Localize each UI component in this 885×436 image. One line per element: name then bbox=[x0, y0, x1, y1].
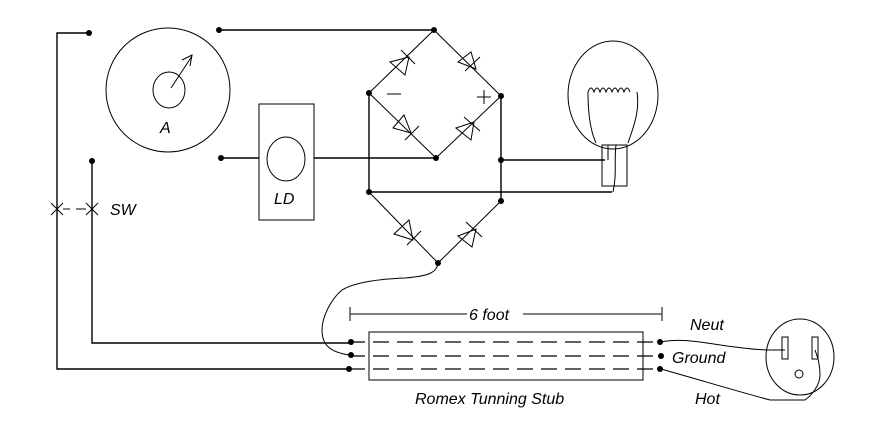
filament-icon bbox=[587, 87, 631, 94]
diode-icon bbox=[388, 49, 416, 76]
bulb-glass bbox=[567, 40, 659, 150]
diode-icon bbox=[392, 114, 420, 141]
romex-stub: 6 foot Romex Tunning Stub bbox=[349, 303, 663, 408]
switch: SW bbox=[50, 202, 138, 219]
diode-icon bbox=[456, 51, 481, 72]
switch-x bbox=[85, 202, 99, 216]
wire-hot-outlet bbox=[660, 349, 821, 401]
stub-terminal bbox=[657, 339, 663, 345]
ammeter-body bbox=[105, 27, 231, 153]
switch-label: SW bbox=[110, 202, 138, 219]
bridge-node bbox=[431, 27, 437, 33]
stub-length-label: 6 foot bbox=[469, 307, 510, 324]
terminal-node bbox=[89, 158, 95, 164]
bridge-edge bbox=[435, 95, 502, 159]
outlet-slot bbox=[811, 336, 819, 360]
bridge-node bbox=[498, 93, 504, 99]
outlet-face bbox=[765, 318, 835, 396]
bridge-edge bbox=[433, 29, 502, 97]
diode-icon bbox=[457, 221, 483, 248]
stub-terminal bbox=[657, 366, 663, 372]
diode-icon bbox=[393, 219, 422, 246]
load: LD bbox=[258, 103, 315, 221]
bulb-leads bbox=[607, 144, 617, 193]
hot-label: Hot bbox=[695, 391, 720, 408]
ammeter-label: A bbox=[159, 120, 171, 137]
terminal-node bbox=[216, 27, 222, 33]
bulb-wires bbox=[587, 91, 639, 144]
load-label: LD bbox=[274, 191, 295, 208]
ammeter-needle bbox=[170, 55, 193, 89]
stub-terminal bbox=[348, 352, 354, 358]
dimension-label-bg bbox=[467, 303, 523, 323]
neutral-label: Neut bbox=[690, 317, 724, 334]
stub-terminal bbox=[346, 366, 352, 372]
nodes bbox=[86, 27, 664, 372]
ground-label: Ground bbox=[672, 350, 726, 367]
lamp bbox=[567, 40, 659, 193]
switch-x bbox=[50, 202, 64, 216]
load-lamp bbox=[266, 136, 306, 182]
bridge-edge bbox=[368, 29, 435, 94]
bridge-node bbox=[435, 260, 441, 266]
bridge-node bbox=[366, 90, 372, 96]
terminal-node bbox=[218, 155, 224, 161]
arrow-icon bbox=[181, 54, 193, 67]
load-box bbox=[258, 103, 315, 221]
stub-terminal bbox=[348, 339, 354, 345]
wires bbox=[56, 29, 612, 370]
wire-neutral-outlet bbox=[660, 339, 785, 351]
terminal-node bbox=[86, 30, 92, 36]
outlet: Neut Ground Hot bbox=[660, 317, 835, 408]
wire-ground-loop bbox=[321, 262, 439, 356]
ammeter-dial bbox=[152, 71, 186, 109]
stub-name-label: Romex Tunning Stub bbox=[415, 391, 564, 408]
outlet-ground-hole bbox=[794, 369, 804, 379]
wire-neutral-left bbox=[91, 161, 349, 344]
diode-icon bbox=[454, 116, 481, 141]
ammeter: A bbox=[105, 27, 231, 153]
bridge-edge bbox=[368, 191, 439, 264]
bridge-edge bbox=[368, 92, 437, 159]
bridge-node bbox=[498, 198, 504, 204]
bridge-rectifier bbox=[368, 29, 502, 264]
wire-hot-left bbox=[56, 32, 349, 370]
bridge-node bbox=[433, 155, 439, 161]
bridge-node bbox=[498, 157, 504, 163]
stub-terminal bbox=[658, 353, 664, 359]
bridge-node bbox=[366, 189, 372, 195]
outlet-slot bbox=[781, 336, 789, 360]
